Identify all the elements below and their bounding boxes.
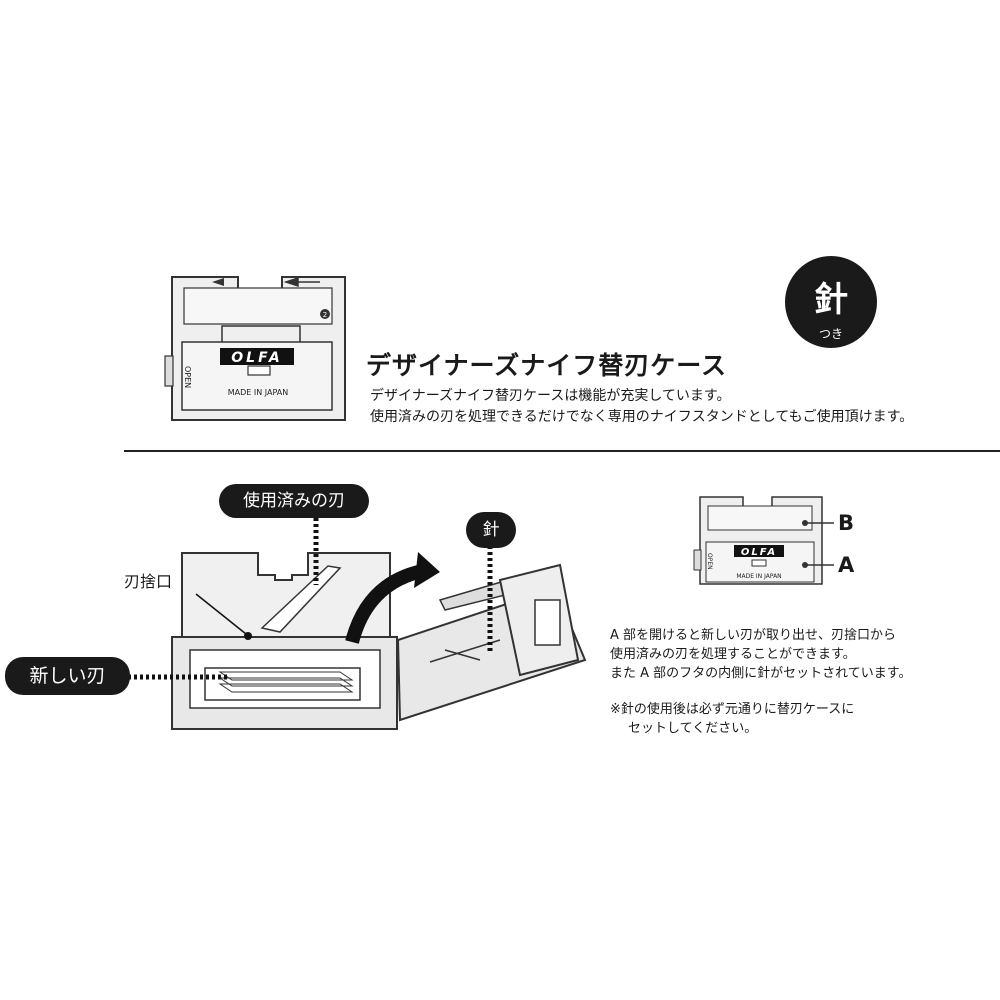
- desc-line: 使用済みの刃を処理できるだけでなく専用のナイフスタンドとしてもご使用頂けます。: [370, 409, 914, 425]
- explanation-line: 使用済みの刃を処理することができます。: [610, 647, 856, 662]
- explanation-text: A 部を開けると新しい刃が取り出せ、刃捨口から 使用済みの刃を処理することができ…: [610, 626, 911, 683]
- made-in-text: MADE IN JAPAN: [228, 388, 288, 397]
- label-used-blade: 使用済みの刃: [219, 484, 369, 518]
- product-small-image: [693, 496, 823, 585]
- part-b-label: B: [838, 511, 855, 535]
- badge-main-text: 針: [814, 280, 848, 320]
- brand-text-small: OLFA: [741, 547, 777, 558]
- usage-note: ※針の使用後は必ず元通りに替刃ケースに セットしてください。: [610, 700, 854, 738]
- label-needle: 針: [466, 512, 516, 548]
- explanation-line: また A 部のフタの内側に針がセットされています。: [610, 666, 912, 681]
- part-number: 2: [323, 311, 327, 319]
- part-a-label: A: [838, 553, 855, 577]
- leader-blade-slot-dot: [244, 632, 252, 640]
- olfa-logo: OLFA: [220, 348, 294, 366]
- needle-badge: [785, 256, 877, 348]
- part-number-mark: [320, 309, 330, 319]
- product-case-image: [164, 276, 346, 421]
- desc-line: デザイナーズナイフ替刃ケースは機能が充実しています。: [370, 388, 731, 404]
- badge-sub-text: つき: [819, 327, 843, 341]
- leader-blade-slot: [195, 593, 247, 635]
- brand-text: OLFA: [231, 350, 282, 366]
- label-blade-slot: 刃捨口: [124, 572, 173, 591]
- olfa-logo-small: [734, 545, 784, 557]
- product-description: デザイナーズナイフ替刃ケースは機能が充実しています。 使用済みの刃を処理できるだ…: [370, 386, 913, 428]
- made-in-text-small: MADE IN JAPAN: [736, 573, 781, 580]
- open-text: OPEN: [183, 366, 192, 388]
- open-arrow-head: [414, 552, 440, 588]
- note-line: セットしてください。: [628, 721, 758, 736]
- label-new-blade: 新しい刃: [5, 657, 130, 695]
- note-line: ※針の使用後は必ず元通りに替刃ケースに: [610, 702, 855, 717]
- product-title: デザイナーズナイフ替刃ケース: [366, 351, 728, 380]
- explanation-line: A 部を開けると新しい刃が取り出せ、刃捨口から: [610, 628, 897, 643]
- open-text-small: OPEN: [706, 553, 713, 570]
- open-case-diagram: [171, 552, 587, 730]
